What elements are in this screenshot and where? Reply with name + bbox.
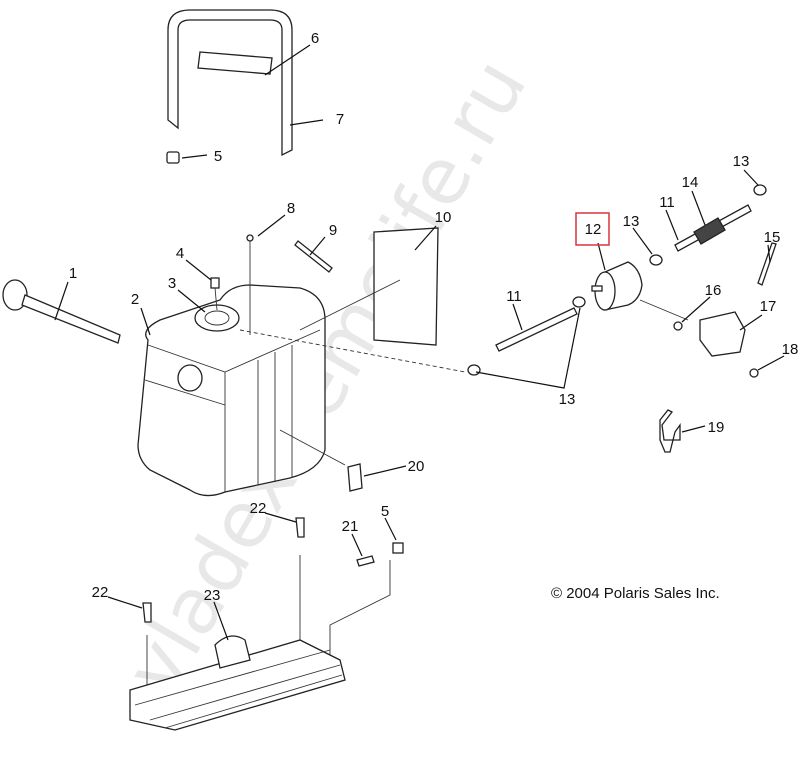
callouts: 1 2 3 4 5 6 7 8 9 10 11 12 13 11 14 13 1… (69, 30, 799, 604)
part-spacer (347, 463, 363, 492)
callout-2: 2 (131, 291, 139, 308)
part-clip (659, 409, 681, 453)
part-vent-fitting (246, 234, 254, 242)
callout-12[interactable]: 12 (585, 221, 602, 238)
part-rod (294, 240, 333, 273)
callout-15: 15 (764, 229, 781, 246)
callout-20: 20 (408, 458, 425, 475)
part-clamp (649, 254, 663, 266)
callout-13: 13 (623, 213, 640, 230)
part-pad (373, 227, 439, 346)
callout-6: 6 (311, 30, 319, 47)
callout-5: 5 (214, 148, 222, 165)
part-skid-plate (129, 635, 346, 731)
callout-22: 22 (250, 500, 267, 517)
callout-18: 18 (782, 341, 799, 358)
part-fuel-cap (2, 279, 121, 344)
part-clamp (572, 296, 586, 308)
callout-9: 9 (329, 222, 337, 239)
part-fuel-tank (137, 234, 326, 497)
callout-16: 16 (705, 282, 722, 299)
callout-22: 22 (92, 584, 109, 601)
copyright-notice: © 2004 Polaris Sales Inc. (551, 585, 720, 602)
part-frame-bracket (167, 9, 293, 157)
part-connector (210, 277, 220, 289)
callout-7: 7 (336, 111, 344, 128)
callout-13: 13 (559, 391, 576, 408)
callout-13: 13 (733, 153, 750, 170)
part-bolt (356, 555, 375, 567)
part-clamp (753, 184, 767, 196)
part-sleeve (693, 217, 726, 245)
part-filter-bracket (699, 311, 746, 357)
part-tie (757, 242, 777, 286)
callout-23: 23 (204, 587, 221, 604)
callout-14: 14 (682, 174, 699, 191)
callout-21: 21 (342, 518, 359, 535)
part-hose (495, 307, 578, 352)
part-fuel-filter (591, 261, 643, 311)
part-bolt (142, 602, 152, 623)
callout-8: 8 (287, 200, 295, 217)
callout-10: 10 (435, 209, 452, 226)
leader-lines (54, 44, 785, 641)
callout-3: 3 (168, 275, 176, 292)
callout-4: 4 (176, 245, 184, 262)
callout-1: 1 (69, 265, 77, 282)
part-screw (749, 368, 759, 378)
part-nut (166, 151, 180, 164)
part-fuel-sender (194, 304, 240, 332)
part-bolt (295, 517, 305, 538)
callout-17: 17 (760, 298, 777, 315)
callout-11: 11 (506, 288, 522, 305)
callout-19: 19 (708, 419, 725, 436)
part-washer (673, 321, 683, 331)
callout-5: 5 (381, 503, 389, 520)
part-clamp (467, 364, 481, 376)
callout-12-highlight-box (575, 212, 610, 246)
callout-11: 11 (659, 194, 675, 211)
part-nut (392, 542, 404, 554)
